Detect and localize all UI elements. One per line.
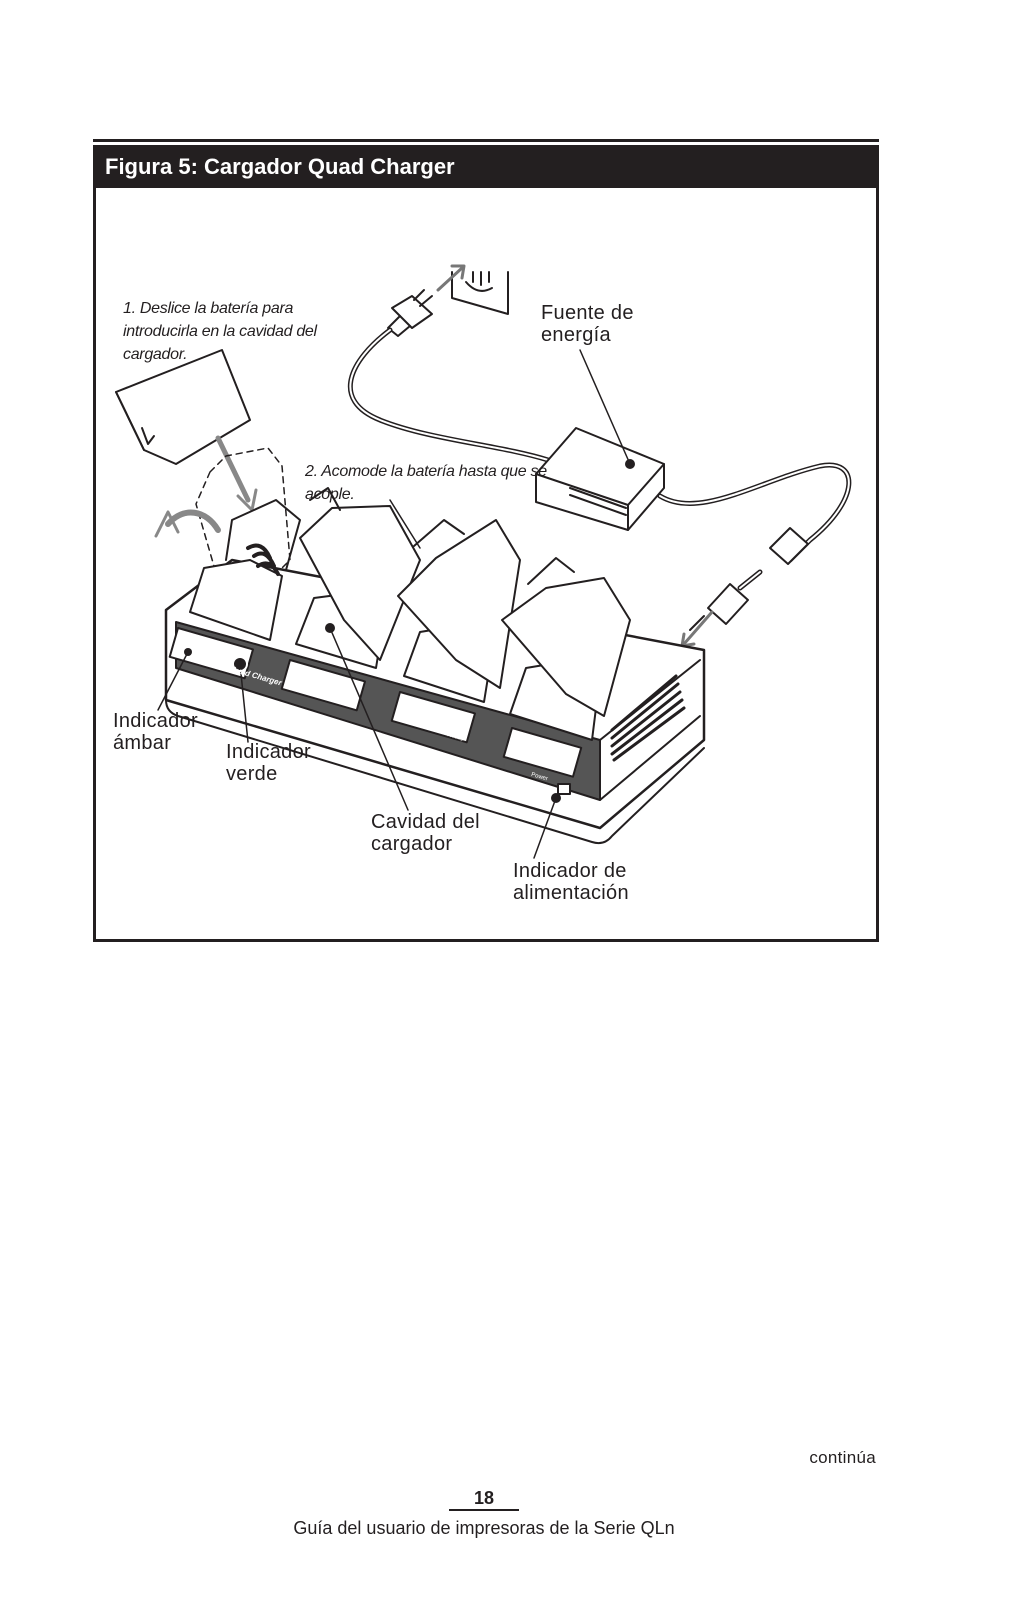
step-1-caption: 1. Deslice la batería para introducirla … (123, 300, 317, 363)
power-supply-brick (535, 427, 665, 531)
callout-green-indicator: Indicador verde (226, 741, 311, 785)
footer-title: Guía del usuario de impresoras de la Ser… (293, 1518, 675, 1538)
ferrite-bead (769, 527, 809, 565)
callout-power-indicator: Indicador de alimentación (513, 860, 629, 904)
battery-ghost (195, 447, 291, 601)
quad-charger-illustration (115, 264, 852, 859)
figure-title: Figura 5: Cargador Quad Charger (93, 145, 879, 188)
outlet-arrow (436, 266, 464, 292)
label-strip (176, 622, 600, 800)
figure-top-rule (93, 139, 879, 142)
callout-power-supply: Fuente de energía (541, 302, 634, 346)
callout-charger-cavity: Cavidad del cargador (371, 811, 480, 855)
battery-3 (397, 519, 521, 689)
insert-arrow (215, 435, 251, 503)
battery-2 (299, 505, 421, 661)
leader-green (239, 663, 249, 743)
dc-plug-arrow (682, 610, 714, 646)
page-number: 18 (473, 1488, 495, 1508)
leader-power-supply (579, 349, 631, 465)
leader-power-indicator (533, 797, 557, 859)
page-number-rule (449, 1509, 519, 1511)
leader-acomode (389, 499, 421, 549)
ac-cord (348, 327, 551, 463)
loose-battery (115, 349, 251, 465)
wall-outlet (451, 271, 509, 315)
figure-frame (93, 188, 879, 942)
ac-plug (387, 289, 433, 337)
cavity-1 (189, 499, 301, 641)
dc-cord (657, 462, 852, 563)
battery-4 (501, 577, 631, 717)
dc-plug (707, 583, 749, 625)
leader-amber (157, 651, 189, 711)
step-2-caption: 2. Acomode la batería hasta que se acopl… (305, 463, 547, 503)
continues-label: continúa (809, 1448, 876, 1467)
leader-cavity (329, 627, 409, 811)
callout-amber-indicator: Indicador ámbar (113, 710, 198, 754)
